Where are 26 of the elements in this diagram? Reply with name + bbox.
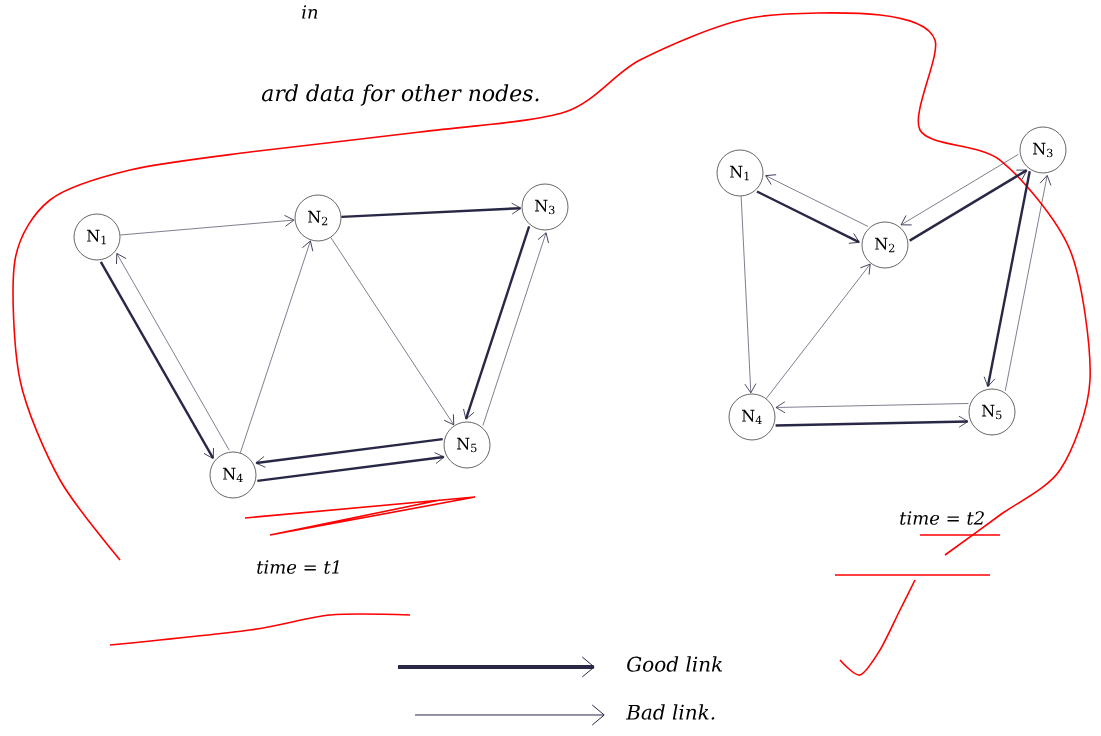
handwritten-text: in: [302, 5, 318, 19]
arrow: [900, 154, 1019, 226]
handwritten-text: ard data for other nodes.: [261, 84, 539, 106]
arrow: [909, 169, 1028, 242]
arrow: [756, 190, 860, 244]
arrow: [116, 253, 230, 451]
arrow: [257, 452, 445, 483]
legend-label: Bad link.: [625, 704, 715, 720]
handwritten-text: time = t2: [900, 511, 984, 525]
arrow: [1004, 175, 1052, 392]
arrow: [765, 174, 869, 227]
arrow: [120, 214, 295, 236]
arrow: [775, 415, 969, 428]
arrow: [482, 232, 549, 426]
handwritten-text: time = t1: [257, 560, 339, 574]
arrow: [740, 196, 757, 394]
arrow: [775, 401, 969, 414]
arrow: [240, 240, 314, 454]
legend-label: Good link: [627, 656, 723, 672]
arrow: [983, 171, 1031, 387]
arrow: [255, 437, 443, 468]
arrow: [341, 202, 522, 219]
arrow: [463, 226, 531, 420]
arrow: [330, 237, 455, 426]
arrow: [99, 261, 215, 459]
arrow: [766, 263, 871, 399]
